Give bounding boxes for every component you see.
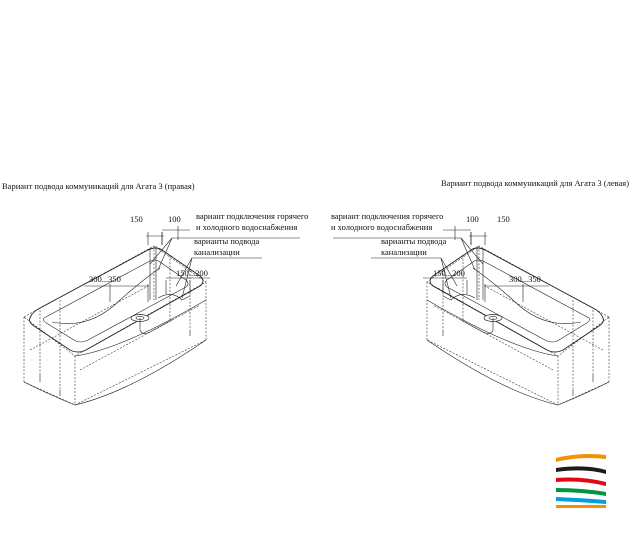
logo-stripe <box>556 477 606 486</box>
logo-stripe <box>556 454 606 462</box>
callout-drain-right-1: варианты подвода <box>194 236 260 246</box>
bath-right-drawing <box>23 226 300 406</box>
callout-water-right-2: и холодного водоснабжения <box>196 222 297 232</box>
callout-drain-right-2: канализации <box>194 247 240 257</box>
callout-water-left-2: и холодного водоснабжения <box>331 222 432 232</box>
brand-logo <box>556 454 606 508</box>
logo-stripe <box>556 497 606 504</box>
dim-100-right: 100 <box>168 214 181 224</box>
logo-stripe <box>556 466 606 474</box>
dim-300-350-right: 300...350 <box>89 274 121 284</box>
dim-150-200-right: 150...200 <box>176 268 208 278</box>
callout-drain-left-2: канализации <box>381 247 427 257</box>
callout-water-left-1: вариант подключения горячего <box>331 211 443 221</box>
dim-150-right: 150 <box>130 214 143 224</box>
caption-left-bath: Вариант подвода коммуникаций для Агата 3… <box>441 178 630 188</box>
bath-left-drawing <box>333 226 610 406</box>
callout-drain-left-1: варианты подвода <box>381 236 447 246</box>
dim-150-left: 150 <box>497 214 510 224</box>
logo-stripe <box>556 505 606 508</box>
callout-water-right-1: вариант подключения горячего <box>196 211 308 221</box>
dim-300-350-left: 300...350 <box>509 274 541 284</box>
dim-150-200-left: 150...200 <box>433 268 465 278</box>
dim-100-left: 100 <box>466 214 479 224</box>
caption-right-bath: Вариант подвода коммуникаций для Агата 3… <box>2 181 195 191</box>
logo-stripe <box>556 488 606 496</box>
